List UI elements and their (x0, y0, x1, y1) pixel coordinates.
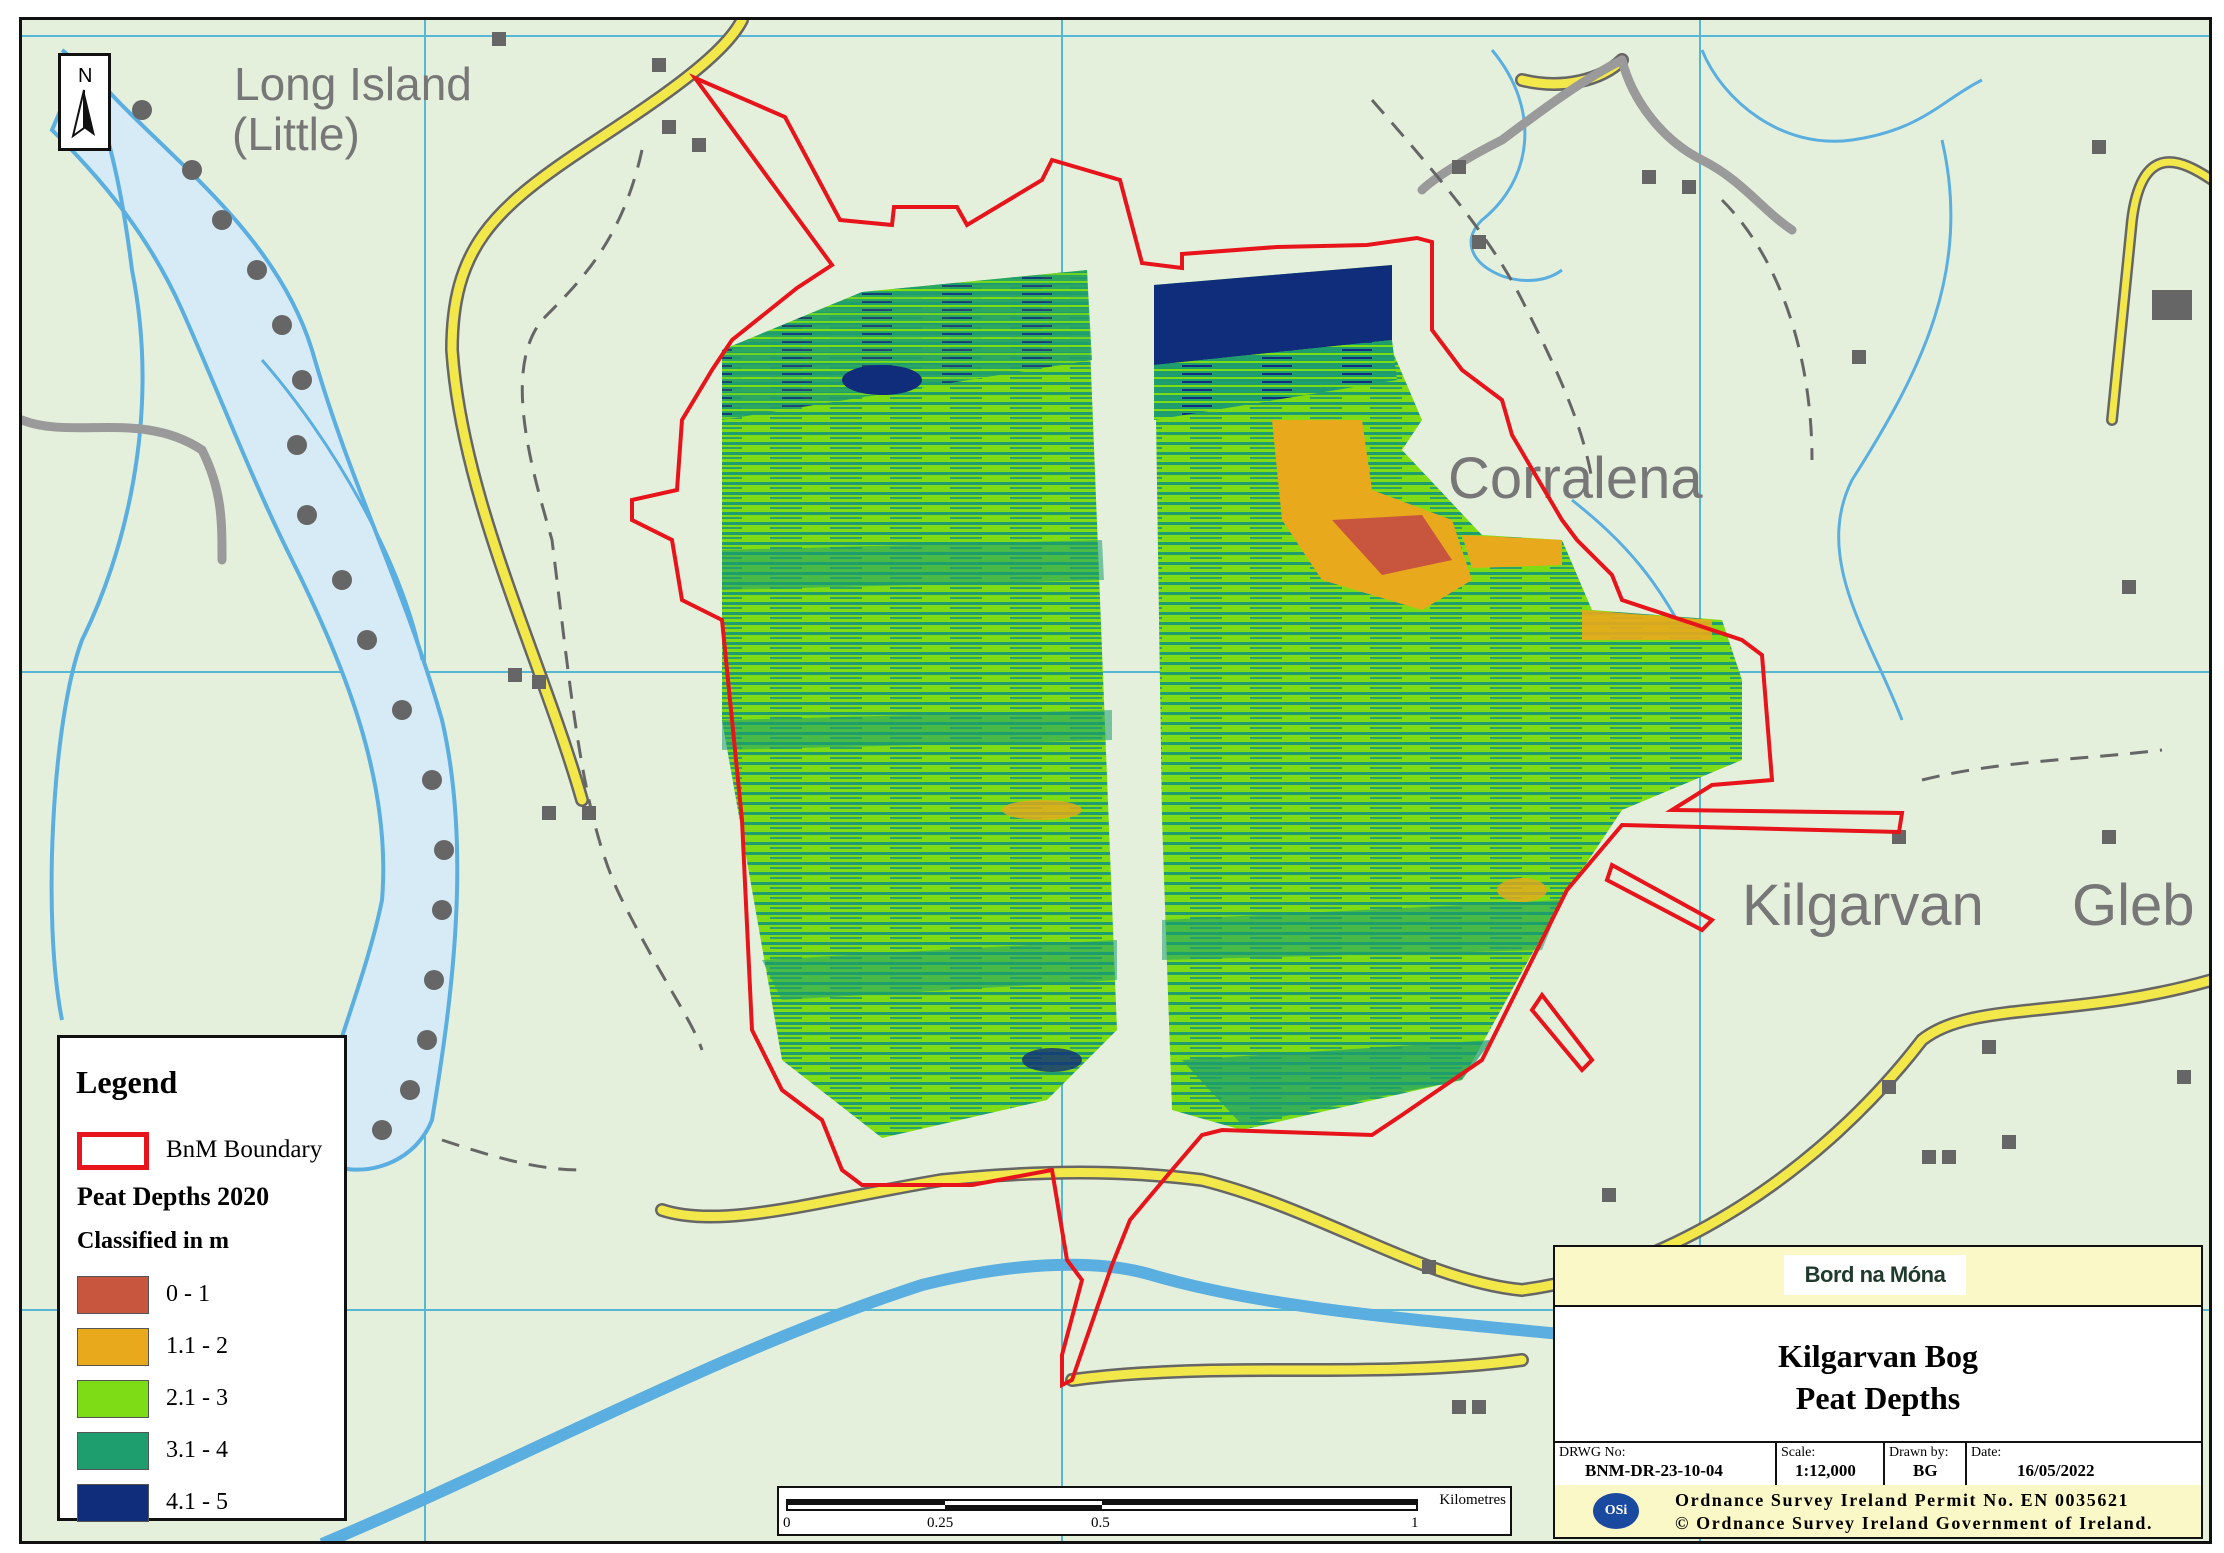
copyright-line1: Ordnance Survey Ireland Permit No. EN 00… (1675, 1490, 2130, 1510)
peat-depth-raster-west (722, 270, 1117, 1138)
map-title: Kilgarvan Bog Peat Depths (1555, 1335, 2201, 1419)
north-label: N (78, 65, 92, 87)
scale-bar-graphic (786, 1499, 1418, 1511)
tracks (441, 99, 2163, 1172)
copyright-band: OSi Ordnance Survey Ireland Permit No. E… (1555, 1485, 2201, 1537)
legend-class-item: 4.1 - 5 (77, 1484, 367, 1524)
legend-class-swatch (77, 1432, 149, 1470)
legend-title: Legend (76, 1064, 178, 1100)
divider (1775, 1443, 1777, 1485)
divider (1883, 1443, 1885, 1485)
legend-subtitle: Peat Depths 2020 (77, 1182, 270, 1211)
buildings (492, 32, 2192, 1414)
legend-class-swatch (77, 1380, 149, 1418)
osi-logo: OSi (1593, 1493, 1639, 1529)
map-title-line1: Kilgarvan Bog (1777, 1338, 1978, 1374)
legend-class-label: 1.1 - 2 (166, 1333, 228, 1359)
legend-class-swatch (77, 1484, 149, 1522)
copyright-line2: © Ordnance Survey Ireland Government of … (1675, 1513, 2154, 1533)
place-corralena: Corralena (1448, 446, 1703, 511)
legend-class-label: 4.1 - 5 (166, 1489, 228, 1515)
bord-na-mona-logo: Bord na Móna (1784, 1255, 1966, 1295)
legend-boundary-swatch (77, 1132, 149, 1170)
drawing-number-label: DRWG No: (1559, 1445, 1626, 1460)
place-long-island-little: (Little) (232, 108, 360, 160)
legend-class-item: 3.1 - 4 (77, 1432, 367, 1472)
drawing-number-value: BNM-DR-23-10-04 (1585, 1461, 1723, 1480)
place-long-island: Long Island (234, 58, 472, 110)
bnm-boundary (630, 73, 1905, 1389)
logo-band: Bord na Móna (1555, 1247, 2201, 1307)
date-value: 16/05/2022 (2017, 1461, 2095, 1480)
map-frame[interactable]: Long Island (Little) Corralena Kilgarvan… (19, 17, 2212, 1544)
divider (1965, 1443, 1967, 1485)
bnm-boundary-spur (1604, 862, 1716, 933)
scale-label: Scale: (1781, 1445, 1816, 1460)
scale-unit: Kilometres (1439, 1492, 1506, 1508)
scale-tick-025: 0.25 (927, 1515, 954, 1531)
date-label: Date: (1971, 1445, 2002, 1460)
north-arrow: N (58, 53, 111, 151)
drawing-number-cell: DRWG No: BNM-DR-23-10-04 (1555, 1443, 1775, 1485)
legend-class-item: 0 - 1 (77, 1276, 367, 1316)
legend-subtitle-units: Classified in m (77, 1228, 230, 1254)
scale-value: 1:12,000 (1795, 1461, 1856, 1480)
map-title-line2: Peat Depths (1795, 1380, 1961, 1416)
drawn-by-label: Drawn by: (1889, 1445, 1949, 1460)
legend-class-label: 3.1 - 4 (166, 1437, 228, 1463)
drawing-info-row: DRWG No: BNM-DR-23-10-04 Scale: 1:12,000… (1555, 1441, 2201, 1487)
legend-panel: Legend BnM Boundary Peat Depths 2020 Cla… (57, 1035, 347, 1522)
scale-tick-1: 1 (1411, 1515, 1419, 1531)
legend-class-swatch (77, 1276, 149, 1314)
bnm-boundary-spur-2 (1529, 991, 1595, 1073)
date-cell: Date: 16/05/2022 (1967, 1443, 2201, 1485)
scale-bar: 0 0.25 0.5 1 Kilometres (777, 1486, 1512, 1536)
north-arrow-icon: N (71, 65, 95, 139)
drawn-by-value: BG (1913, 1461, 1938, 1480)
scale-cell: Scale: 1:12,000 (1777, 1443, 1883, 1485)
scale-tick-0: 0 (783, 1515, 791, 1531)
title-block: Bord na Móna Kilgarvan Bog Peat Depths D… (1553, 1245, 2203, 1539)
legend-boundary-label: BnM Boundary (166, 1136, 323, 1163)
place-kilgarvan: Kilgarvan (1742, 873, 1984, 938)
scale-tick-05: 0.5 (1091, 1515, 1110, 1531)
legend-class-swatch (77, 1328, 149, 1366)
legend-class-label: 0 - 1 (166, 1281, 210, 1307)
peat-depth-raster-east (1154, 265, 1742, 1130)
place-glebe: Gleb (2072, 873, 2195, 938)
legend-class-item: 1.1 - 2 (77, 1328, 367, 1368)
map-canvas[interactable]: Long Island (Little) Corralena Kilgarvan… (22, 20, 2212, 1544)
legend-class-item: 2.1 - 3 (77, 1380, 367, 1420)
river-left (49, 48, 460, 1172)
legend-class-label: 2.1 - 3 (166, 1385, 228, 1411)
drawn-by-cell: Drawn by: BG (1885, 1443, 1965, 1485)
